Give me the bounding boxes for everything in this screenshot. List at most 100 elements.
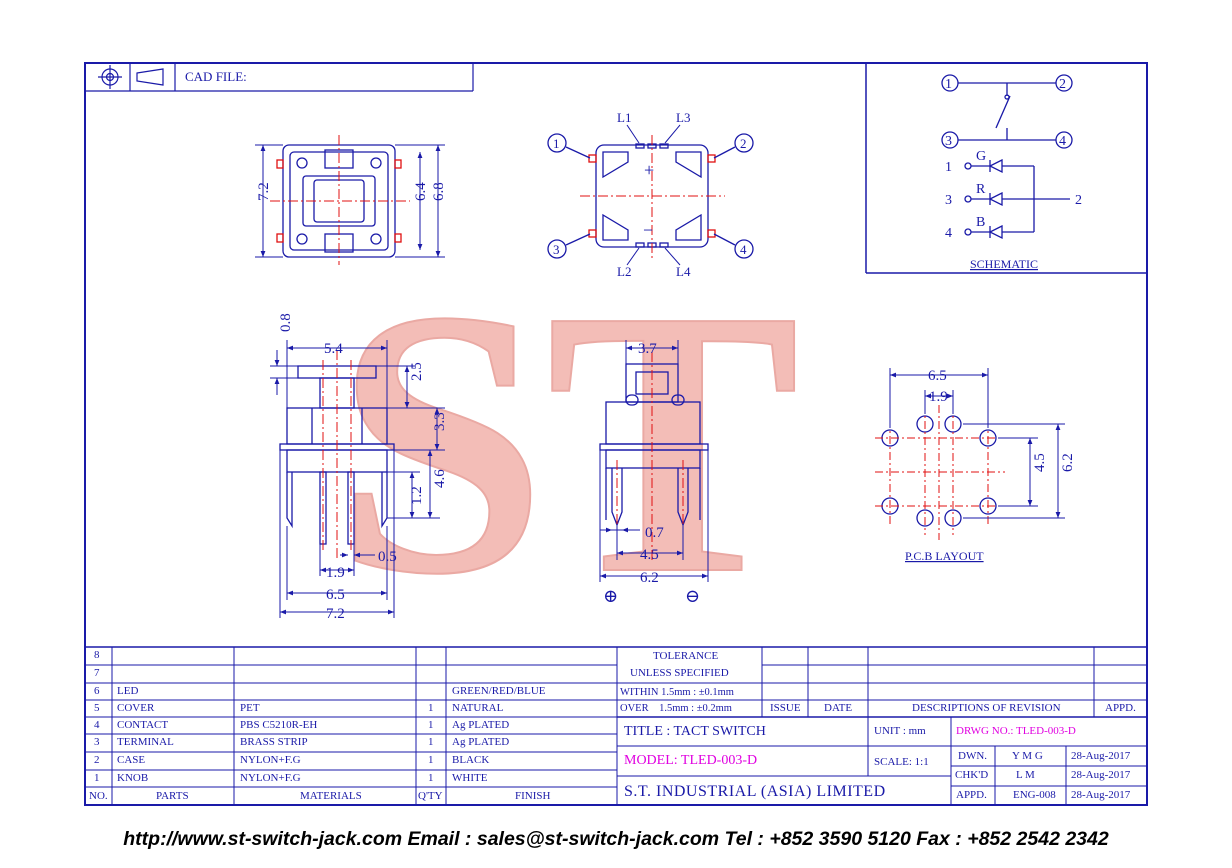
svg-text:0.7: 0.7	[645, 525, 664, 541]
svg-text:3.7: 3.7	[638, 341, 657, 357]
svg-text:ST: ST	[335, 232, 800, 653]
bom-header-finish: FINISH	[515, 790, 551, 802]
bom-header-no: NO.	[89, 790, 108, 802]
schematic-led-pin-1: 1	[945, 160, 952, 175]
side-view-dim-labels: 3.7 0.7 4.5 6.2 ⊕ ⊖	[603, 341, 700, 606]
led-top-view-centerlines	[580, 135, 725, 258]
chkd-value: L M	[1016, 769, 1035, 781]
bom-row-5-material: PET	[240, 702, 260, 714]
bom-row-4-material: PBS C5210R-EH	[240, 719, 318, 731]
svg-text:4: 4	[740, 242, 747, 257]
tolerance-within: WITHIN 1.5mm : ±0.1mm	[620, 687, 734, 698]
dwn-date: 28-Aug-2017	[1071, 750, 1131, 762]
drawing-number: DRWG NO.: TLED-003-D	[956, 725, 1076, 737]
schematic-pin-4: 4	[1059, 134, 1066, 149]
bom-row-2-no: 2	[94, 754, 100, 766]
schematic-pin-2: 2	[1059, 77, 1066, 92]
schematic-drawing	[941, 74, 1073, 240]
cad-file-label: CAD FILE:	[185, 69, 247, 84]
svg-text:L1: L1	[617, 110, 631, 125]
svg-text:3: 3	[553, 242, 560, 257]
svg-text:0.8: 0.8	[278, 313, 294, 332]
side-view-dims	[599, 340, 709, 582]
schematic-pin-1: 1	[945, 77, 952, 92]
schematic-led-pin-4: 4	[945, 226, 952, 241]
svg-text:1.2: 1.2	[409, 486, 425, 505]
company-name: S.T. INDUSTRIAL (ASIA) LIMITED	[624, 783, 886, 800]
svg-text:6.2: 6.2	[640, 570, 659, 586]
pcb-dim-labels: 6.5 1.9 4.5 6.2 P.C.B LAYOUT	[905, 368, 1076, 563]
appd-label: APPD.	[956, 789, 987, 801]
bom-header-materials: MATERIALS	[300, 790, 362, 802]
tolerance-title: TOLERANCE	[653, 650, 719, 662]
svg-text:2.5: 2.5	[409, 362, 425, 381]
top-view-dim-labels: 7.2 6.4 6.8	[256, 182, 447, 201]
cad-header	[85, 63, 474, 92]
schematic-led-g: G	[976, 149, 986, 164]
bom-row-6-part: LED	[117, 685, 139, 697]
tolerance-subtitle: UNLESS SPECIFIED	[630, 667, 729, 679]
svg-text:4.5: 4.5	[1032, 453, 1048, 472]
bom-row-1-qty: 1	[428, 772, 434, 784]
tolerance-over: OVER 1.5mm : ±0.2mm	[620, 703, 732, 714]
revision-appd: APPD.	[1105, 702, 1136, 714]
svg-text:−: −	[643, 220, 653, 240]
bom-header-parts: PARTS	[156, 790, 189, 802]
revision-date: DATE	[824, 702, 853, 714]
svg-text:0.5: 0.5	[378, 549, 397, 565]
pcb-dims	[889, 368, 1065, 519]
bom-row-4-no: 4	[94, 719, 100, 731]
bom-row-7-no: 7	[94, 667, 100, 679]
bom-row-3-part: TERMINAL	[117, 736, 174, 748]
front-view-centerlines	[322, 350, 352, 560]
bom-row-2-part: CASE	[117, 754, 146, 766]
bom-row-2-qty: 1	[428, 754, 434, 766]
bom-row-6-finish: GREEN/RED/BLUE	[452, 685, 546, 697]
model-text: MODEL: TLED-003-D	[624, 753, 758, 768]
bom-row-8-no: 8	[94, 649, 100, 661]
svg-text:6.5: 6.5	[326, 587, 345, 603]
schematic-led-pin-3: 3	[945, 193, 952, 208]
bom-row-4-finish: Ag PLATED	[452, 719, 510, 731]
bom-header-qty: Q'TY	[418, 790, 443, 802]
front-view-dim-labels: 0.8 5.4 2.5 3.3 4.6 1.2 0.5 1.9 6.5 7.2	[278, 313, 448, 622]
svg-text:6.5: 6.5	[928, 368, 947, 384]
pcb-title: P.C.B LAYOUT	[905, 549, 984, 563]
bom-row-3-no: 3	[94, 736, 100, 748]
schematic-led-pin-2: 2	[1075, 193, 1082, 208]
side-view-centerlines	[616, 352, 684, 560]
top-view-dims	[255, 144, 445, 258]
led-callout-lines	[626, 124, 681, 266]
bom-row-2-material: NYLON+F.G	[240, 754, 301, 766]
title-text: TITLE : TACT SWITCH	[624, 724, 766, 739]
bom-row-5-no: 5	[94, 702, 100, 714]
appd-date: 28-Aug-2017	[1071, 789, 1131, 801]
svg-text:+: +	[644, 160, 654, 180]
chkd-label: CHK'D	[955, 769, 989, 781]
bom-row-5-finish: NATURAL	[452, 702, 504, 714]
appd-value: ENG-008	[1013, 789, 1056, 801]
bom-row-2-finish: BLACK	[452, 754, 490, 766]
svg-text:4.5: 4.5	[640, 547, 659, 563]
bom-grid	[85, 646, 1147, 805]
watermark-st: ST	[334, 231, 801, 654]
svg-text:1.9: 1.9	[929, 389, 948, 405]
svg-text:2: 2	[740, 136, 747, 151]
bom-row-4-qty: 1	[428, 719, 434, 731]
schematic-pin-3: 3	[945, 134, 952, 149]
svg-text:3.3: 3.3	[432, 412, 448, 431]
bom-row-1-finish: WHITE	[452, 772, 488, 784]
dwn-label: DWN.	[958, 750, 988, 762]
svg-text:1: 1	[553, 136, 560, 151]
svg-text:L3: L3	[676, 110, 690, 125]
unit-text: UNIT : mm	[874, 725, 926, 737]
schematic-title: SCHEMATIC	[970, 257, 1038, 271]
svg-text:L2: L2	[617, 264, 631, 279]
svg-text:6.4: 6.4	[413, 182, 429, 201]
dwn-value: Y M G	[1012, 750, 1043, 762]
svg-text:7.2: 7.2	[326, 606, 345, 622]
schematic-led-r: R	[976, 182, 986, 197]
revision-desc: DESCRIPTIONS OF REVISION	[912, 702, 1061, 714]
svg-text:L4: L4	[676, 264, 691, 279]
